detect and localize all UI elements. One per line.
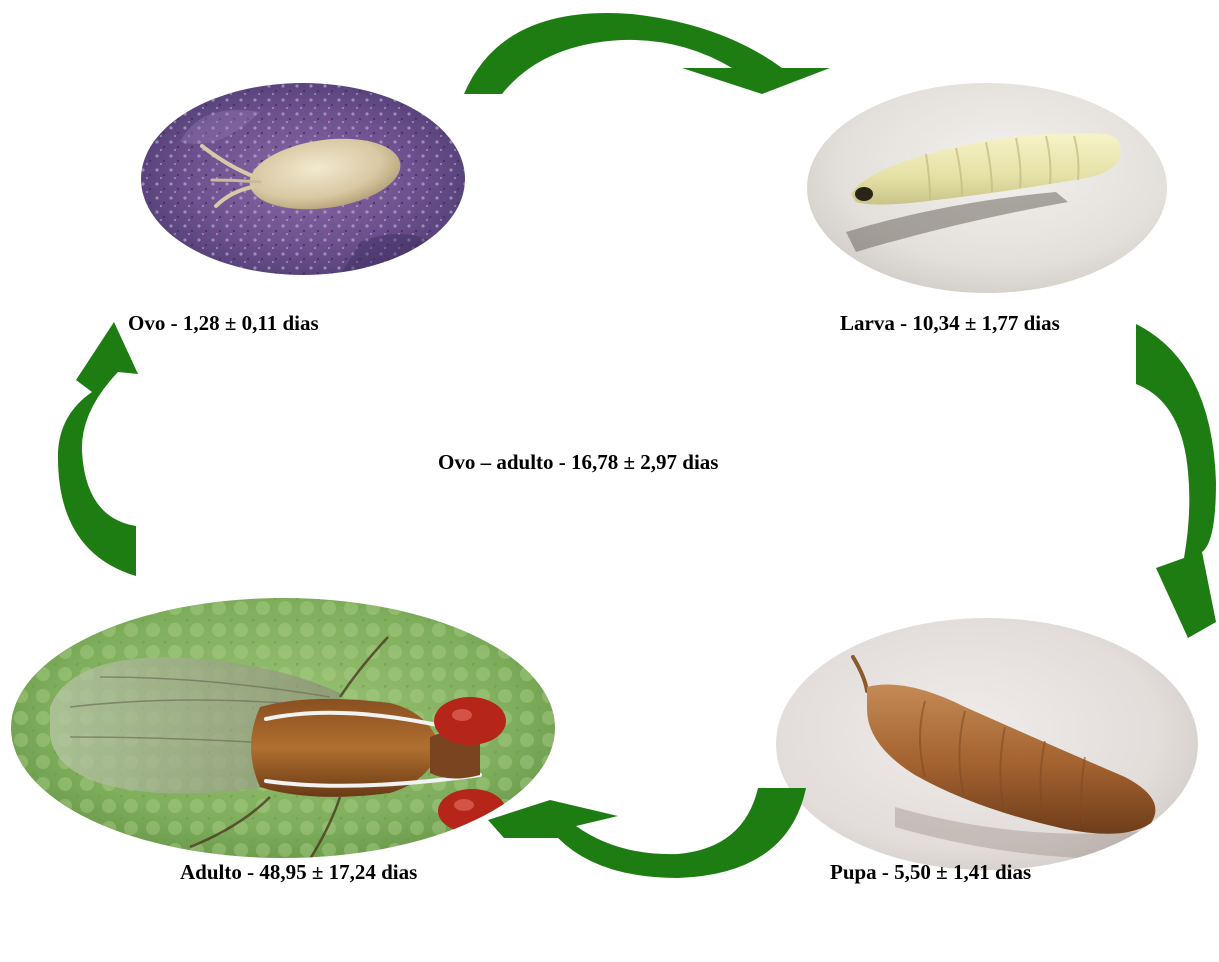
arrow-egg-to-larva-icon	[462, 4, 832, 96]
adult-fly-photo	[10, 597, 556, 860]
stage-label-adulto: Adulto - 48,95 ± 17,24 dias	[180, 862, 417, 883]
arrow-larva-to-pupa-icon	[1132, 322, 1218, 640]
arrow-pupa-to-adult-icon	[488, 786, 808, 880]
larva-photo	[806, 82, 1168, 295]
egg-photo	[140, 82, 466, 276]
stage-label-larva: Larva - 10,34 ± 1,77 dias	[840, 313, 1060, 334]
arrow-adult-to-egg-icon	[52, 322, 138, 578]
pupa-photo	[775, 617, 1200, 871]
center-total-duration-label: Ovo – adulto - 16,78 ± 2,97 dias	[438, 452, 718, 473]
stage-label-ovo: Ovo - 1,28 ± 0,11 dias	[128, 313, 319, 334]
stage-label-pupa: Pupa - 5,50 ± 1,41 dias	[830, 862, 1031, 883]
